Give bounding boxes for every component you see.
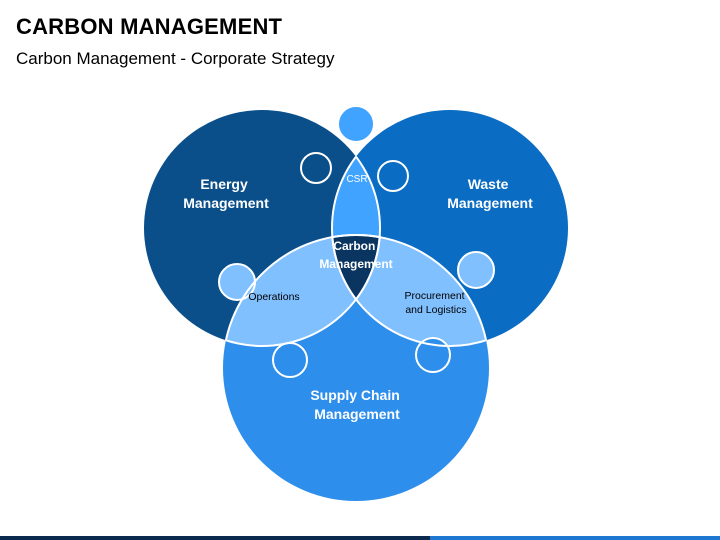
procurement-knob-right [457, 251, 495, 289]
waste-management-label: Waste Management [447, 176, 533, 211]
csr-label: CSR [346, 174, 367, 185]
carbon-management-label: Carbon Management [319, 239, 392, 271]
operations-notch-bottom [272, 342, 308, 378]
energy-management-label: Energy Management [183, 176, 269, 211]
procurement-region [332, 235, 489, 346]
operations-label: Operations [248, 291, 299, 303]
operations-region [223, 235, 380, 346]
supply-chain-management-label: Supply Chain Management [310, 387, 403, 422]
csr-notch-right [377, 160, 409, 192]
csr-notch-left [300, 152, 332, 184]
page-subtitle: Carbon Management - Corporate Strategy [16, 49, 335, 68]
csr-knob-top [337, 105, 375, 143]
page-title: CARBON MANAGEMENT [16, 14, 283, 39]
bottom-accent-bar [0, 536, 720, 540]
procurement-label: Procurement and Logistics [404, 290, 467, 316]
